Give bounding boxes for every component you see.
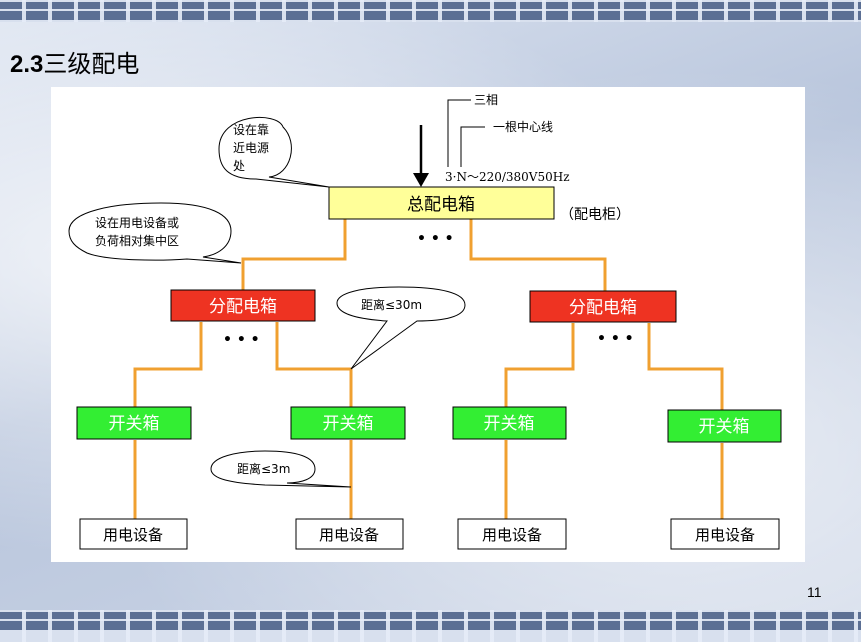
callout-near-source-line1: 设在靠: [233, 123, 269, 137]
title-number: 2.3: [10, 51, 44, 78]
dots-main: • • •: [417, 231, 454, 247]
dots-dist2: • • •: [597, 331, 634, 347]
switch-box-1: [76, 406, 192, 440]
distribution-box-2-label: 分配电箱: [569, 298, 637, 318]
equipment-box-3-label: 用电设备: [482, 526, 542, 544]
wire-dist2-right: [647, 323, 724, 411]
switch-box-2: [290, 406, 406, 440]
title-text: 三级配电: [43, 50, 140, 78]
diagram-panel: 三相 一根中心线 3·N～220/380V50Hz 总配电箱 （配电柜） 设在靠…: [51, 87, 805, 562]
callout-near-source-line2: 近电源: [233, 141, 269, 155]
callout-near-source: 设在靠 近电源 处: [218, 116, 330, 188]
incoming-arrow: [413, 125, 429, 187]
distribution-box-2: [529, 290, 677, 323]
switch-box-3: [452, 406, 567, 440]
main-distribution-box: [328, 186, 555, 220]
callout-3m: 距离≤3m: [210, 450, 352, 488]
distribution-box-1: [170, 289, 316, 322]
bottom-border: [0, 610, 861, 642]
annot-line-three-phase: [447, 99, 471, 167]
dots-dist1: • • •: [223, 332, 260, 348]
equipment-box-2: [295, 518, 404, 550]
equipment-box-2-label: 用电设备: [319, 526, 379, 544]
annot-three-phase: 三相: [474, 93, 498, 107]
annot-line-neutral: [460, 126, 485, 167]
switch-box-3-label: 开关箱: [484, 414, 535, 434]
equipment-box-1-label: 用电设备: [103, 526, 163, 544]
callout-near-source-line3: 处: [233, 159, 245, 173]
wires: [133, 219, 724, 519]
callout-30m: 距离≤30m: [336, 286, 466, 370]
distribution-box-1-label: 分配电箱: [209, 297, 277, 317]
wire-dist1-left: [133, 322, 203, 407]
callout-3m-text: 距离≤3m: [237, 461, 290, 476]
wire-main-left: [241, 219, 347, 290]
switch-box-4-label: 开关箱: [699, 417, 750, 437]
wire-dist1-right: [275, 322, 353, 407]
equipment-box-1: [79, 518, 188, 550]
page-number: 11: [807, 584, 822, 600]
switch-box-4: [667, 409, 782, 443]
top-border: [0, 0, 861, 22]
distribution-diagram: 三相 一根中心线 3·N～220/380V50Hz 总配电箱 （配电柜） 设在靠…: [68, 93, 782, 550]
annot-neutral: 一根中心线: [493, 119, 553, 134]
switch-box-1-label: 开关箱: [109, 414, 160, 434]
wire-dist2-left: [504, 323, 575, 407]
slide-title: 2.3三级配电: [10, 44, 139, 79]
equipment-box-4-label: 用电设备: [695, 526, 755, 544]
switch-box-2-label: 开关箱: [323, 414, 374, 434]
equipment-box-4: [670, 518, 780, 550]
annot-voltage: 3·N～220/380V50Hz: [445, 170, 570, 184]
callout-load-line1: 设在用电设备或: [95, 216, 179, 230]
callout-30m-text: 距离≤30m: [361, 297, 422, 312]
callout-load-line2: 负荷相对集中区: [95, 233, 179, 248]
main-distribution-box-label: 总配电箱: [407, 195, 475, 215]
callout-load-center: 设在用电设备或 负荷相对集中区: [68, 202, 242, 264]
wire-main-right: [469, 219, 607, 291]
equipment-box-3: [457, 518, 567, 550]
main-box-note: （配电柜）: [560, 207, 630, 223]
